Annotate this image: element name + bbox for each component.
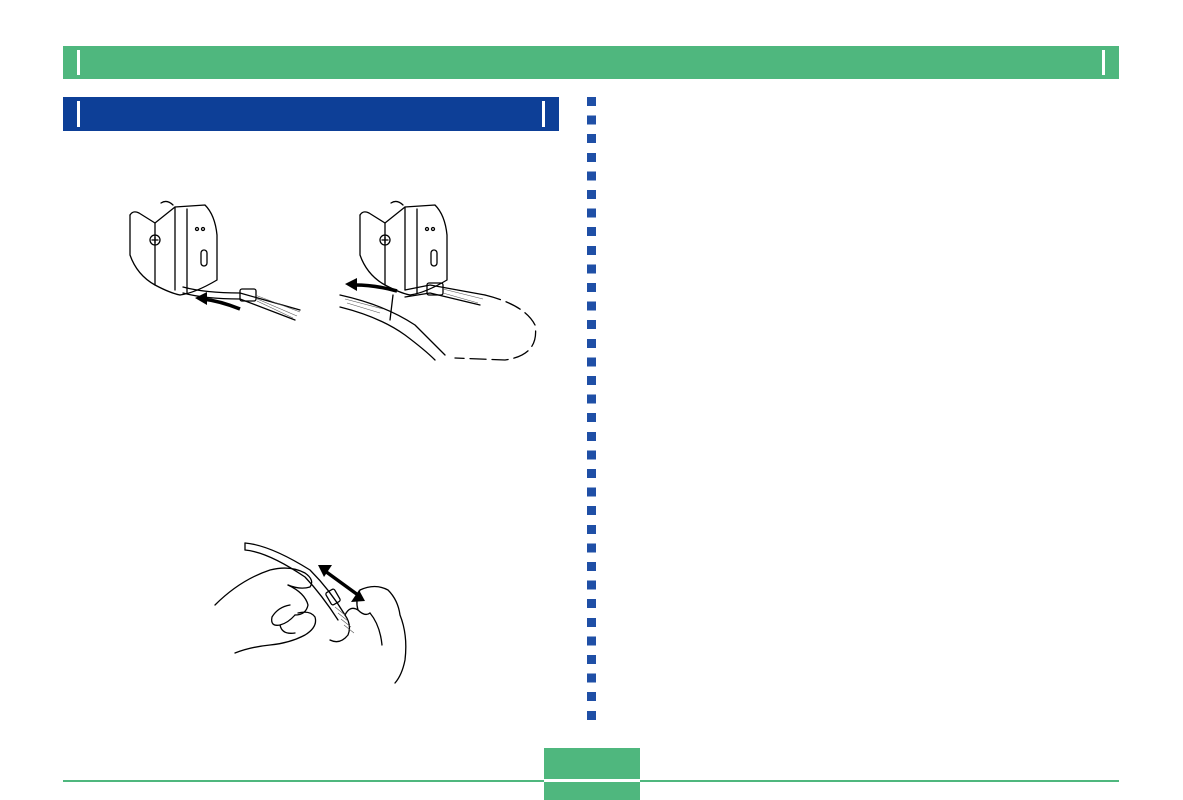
section-heading-bar xyxy=(63,97,559,131)
strap-loop-pull-through-illustration xyxy=(335,195,545,370)
header-bar xyxy=(63,46,1119,79)
page-tab-gap xyxy=(544,779,640,782)
section-bar-right-tick xyxy=(542,101,545,127)
header-bar-right-tick xyxy=(1102,50,1105,75)
column-divider-mask xyxy=(587,97,596,722)
header-bar-left-tick xyxy=(77,50,80,75)
strap-thread-through-eyelet-illustration xyxy=(125,195,305,325)
strap-length-adjust-hands-illustration xyxy=(210,535,415,685)
page-number-tab xyxy=(544,748,640,800)
section-bar-left-tick xyxy=(77,101,80,127)
